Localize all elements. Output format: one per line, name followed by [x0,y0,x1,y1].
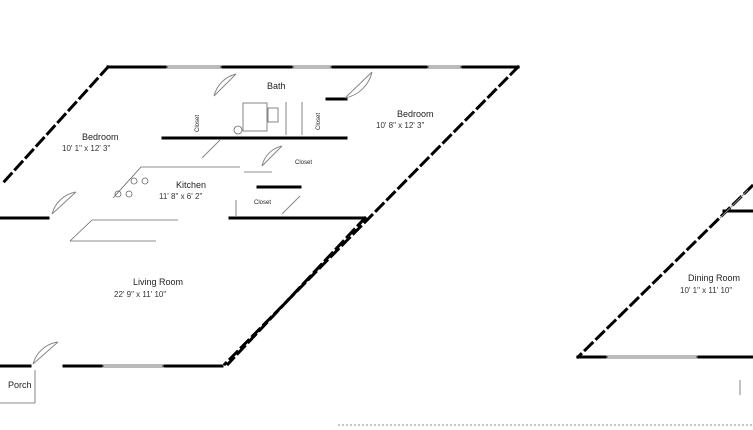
door-swing-bath-right [344,71,373,99]
door-swing-bath-left [213,73,237,97]
kitchen-label: Kitchen [176,180,207,190]
dining-room-dimensions: 10' 1" x 11' 10" [680,286,733,295]
closet-vertical-left-label: Closet [195,114,201,132]
slanted-walls [0,64,753,367]
kitchen-dimensions: 11' 8" x 6' 2" [159,192,203,201]
left-slanted-wall [0,64,111,187]
porch-label: Porch [8,380,32,390]
closet-center-label: Closet [295,160,313,166]
closet-vertical-right-label: Closet [316,112,322,130]
windows [102,65,698,368]
kitchen-counter-slant [112,166,142,199]
living-room-label: Living Room [133,277,184,287]
stove-burner-2 [141,177,149,185]
door-swing-porch [32,341,59,365]
center-slanted-wall [225,215,368,367]
door-swing-dining [719,189,749,219]
fixtures [0,102,753,426]
bedroom-right-label: Bedroom [397,109,434,119]
door-swing-bed-left [201,139,221,159]
door-swing-closet-2 [281,195,301,215]
closet-lower-label: Closet [254,200,272,206]
toilet [267,107,279,123]
bedroom-right-dimensions: 10' 8" x 12' 3" [376,121,425,130]
walls [0,65,753,368]
bedroom-left-dimensions: 10' 1" x 12' 3" [62,144,111,153]
sink [233,125,243,135]
living-room-dimensions: 22' 9" x 11' 10" [114,290,167,299]
stove-burner-3 [114,190,122,198]
doors [32,71,749,365]
bath-label: Bath [267,81,286,91]
stove-burner-4 [125,190,133,198]
bedroom-left-label: Bedroom [82,132,119,142]
dining-room-label: Dining Room [688,273,741,283]
island-left [69,219,93,242]
bathtub [242,102,268,132]
door-swing-closet-1 [261,145,283,167]
right-slanted-wall [222,64,521,367]
door-swing-living [51,191,77,215]
stove-burner-1 [130,177,138,185]
